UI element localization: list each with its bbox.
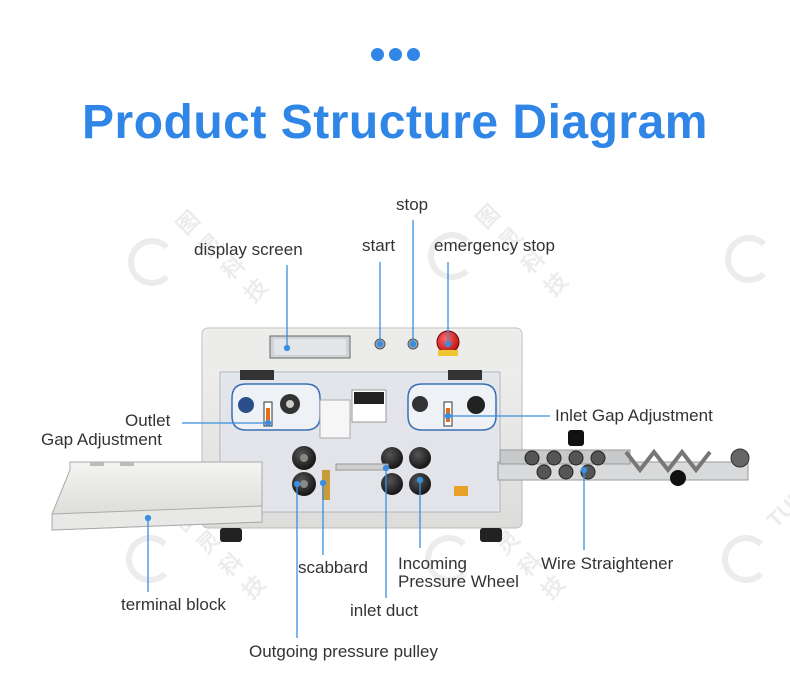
inlet-duct — [335, 463, 389, 471]
leader-lines — [144, 220, 588, 638]
watermark-logo-icon — [428, 232, 476, 280]
label-scabbard: scabbard — [298, 558, 368, 577]
terminal-block-tray — [51, 461, 263, 531]
decorative-dots — [367, 46, 427, 62]
inlet-gap-panel — [407, 383, 497, 431]
label-stop: stop — [396, 195, 429, 214]
label-emergency-stop: emergency stop — [434, 236, 555, 255]
label-inlet-gap: Inlet Gap Adjustment — [555, 406, 713, 425]
dot-icon — [389, 48, 402, 61]
watermark-logo-icon — [425, 535, 473, 583]
wire-straightener — [497, 430, 750, 486]
watermark-logo-icon — [128, 238, 176, 286]
label-outgoing-pulley: Outgoing pressure pulley — [249, 642, 439, 661]
label-start: start — [362, 236, 396, 255]
label-outlet-gap-line1: Outlet — [125, 411, 171, 430]
label-incoming-line1: Incoming — [398, 554, 467, 573]
label-terminal-block: terminal block — [121, 595, 226, 614]
watermark-logo-icon — [126, 535, 174, 583]
watermark-logo-icon — [725, 235, 773, 283]
outlet-gap-panel — [231, 383, 321, 431]
label-outlet-gap-line2: Gap Adjustment — [41, 430, 162, 449]
label-wire-straightener: Wire Straightener — [541, 554, 674, 573]
label-inlet-duct: inlet duct — [350, 601, 419, 620]
page-title: Product Structure Diagram — [82, 96, 708, 149]
label-display-screen: display screen — [194, 240, 303, 259]
dot-icon — [407, 48, 420, 61]
label-incoming-line2: Pressure Wheel — [398, 572, 519, 591]
outgoing-pressure-pulleys — [292, 446, 316, 496]
dot-icon — [371, 48, 384, 61]
watermark-logo-icon — [722, 535, 770, 583]
display-screen — [269, 335, 351, 359]
scabbard — [322, 470, 330, 500]
